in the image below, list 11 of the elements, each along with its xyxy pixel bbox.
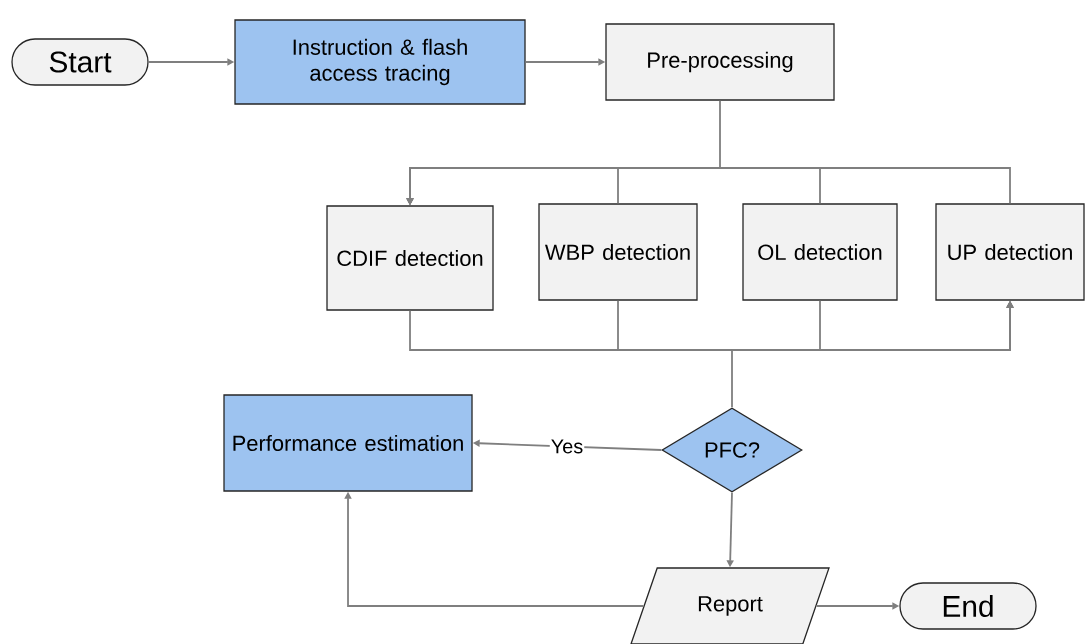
process-box: Performance estimation — [223, 394, 473, 492]
process-box: UP detection — [935, 203, 1085, 301]
end-terminal: End — [899, 582, 1037, 630]
process-box: Instruction & flash access tracing — [234, 19, 526, 105]
process-box: WBP detection — [538, 203, 698, 301]
start-terminal: Start — [11, 38, 149, 86]
process-box: Pre-processing — [605, 23, 835, 101]
process-box: OL detection — [742, 203, 898, 301]
edge-label: Yes — [549, 438, 585, 455]
output-parallelogram: Report — [630, 567, 830, 644]
process-box: CDIF detection — [326, 205, 494, 311]
